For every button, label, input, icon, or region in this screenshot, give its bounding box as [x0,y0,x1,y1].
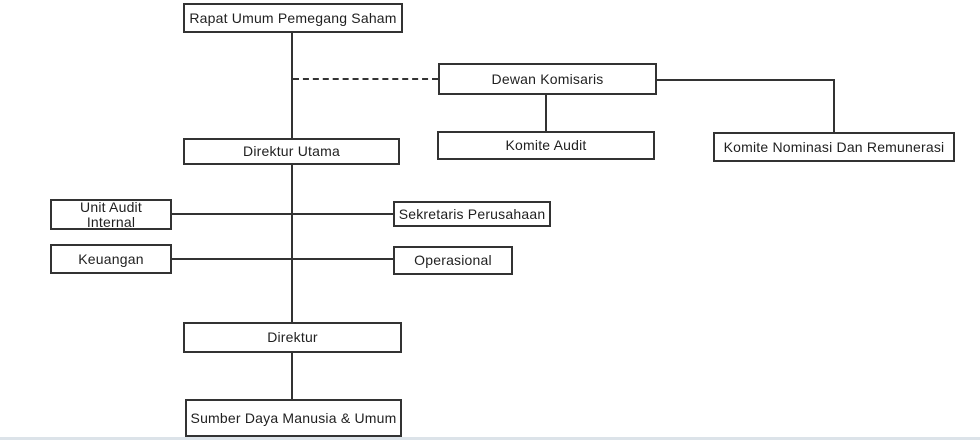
connector-direktur-to-sumber-daya [291,353,293,399]
node-direktur-utama: Direktur Utama [183,138,400,165]
connector-unit-audit-to-sekretaris [172,213,393,215]
node-keuangan: Keuangan [50,244,172,274]
connector-dewan-to-nominasi-horizontal [657,79,835,81]
connector-dewan-to-komite-audit [545,95,547,131]
node-komite-audit: Komite Audit [437,131,655,160]
connector-rapat-to-direktur-utama [291,33,293,138]
connector-dashed-trunk-to-dewan-komisaris [293,78,438,80]
node-direktur: Direktur [183,322,402,353]
node-operasional: Operasional [393,246,513,275]
node-sumber-daya-manusia-umum: Sumber Daya Manusia & Umum [185,399,402,437]
node-rapat-umum-pemegang-saham: Rapat Umum Pemegang Saham [183,3,403,33]
node-dewan-komisaris: Dewan Komisaris [438,63,657,95]
node-komite-nominasi-dan-remunerasi: Komite Nominasi Dan Remunerasi [713,132,955,162]
connector-dewan-to-nominasi-vertical [833,79,835,132]
node-unit-audit-internal: Unit Audit Internal [50,199,172,230]
connector-keuangan-to-operasional [172,258,393,260]
connector-direktur-utama-to-direktur [291,165,293,322]
bottom-edge-strip [0,437,980,440]
node-sekretaris-perusahaan: Sekretaris Perusahaan [393,201,551,227]
